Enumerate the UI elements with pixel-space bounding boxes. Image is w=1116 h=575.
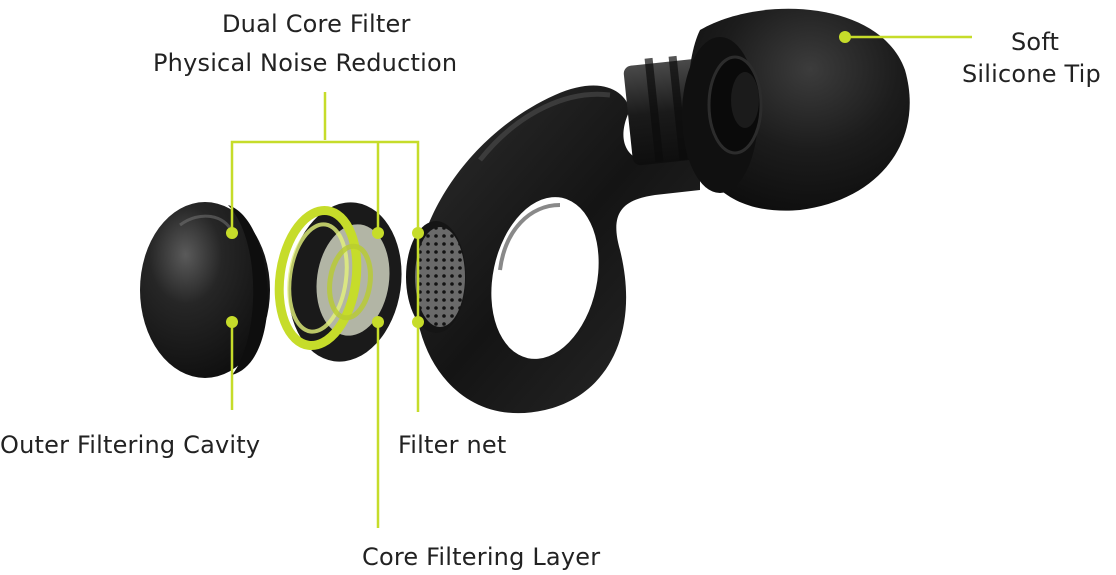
label-physical-noise-reduction: Physical Noise Reduction <box>153 49 458 77</box>
label-filter-net: Filter net <box>398 431 507 459</box>
callout-lines <box>230 35 972 528</box>
label-core-filtering-layer: Core Filtering Layer <box>362 543 601 571</box>
label-soft: Soft <box>1011 28 1060 56</box>
label-outer-filtering-cavity: Outer Filtering Cavity <box>0 431 261 459</box>
core-filtering-ring <box>274 202 402 362</box>
filter-net-disc <box>406 221 466 333</box>
earplug-body <box>414 85 700 414</box>
label-dual-core-filter: Dual Core Filter <box>222 10 411 38</box>
silicone-tip <box>682 8 910 211</box>
callout-dots <box>226 31 851 328</box>
label-silicone-tip: Silicone Tip <box>962 60 1101 88</box>
outer-cavity-cap <box>140 202 270 378</box>
